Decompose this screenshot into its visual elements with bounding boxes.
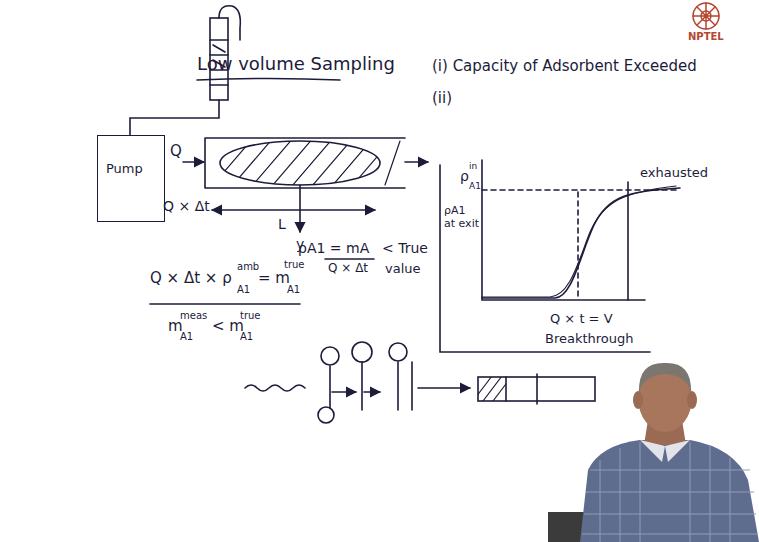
note: A1: [237, 284, 250, 296]
sketch-stroke: [693, 3, 719, 29]
note: exhausted: [640, 166, 708, 181]
note: true: [284, 259, 305, 271]
note: Q × t = V: [550, 312, 613, 327]
hatching: [385, 141, 400, 185]
note: (ii): [432, 90, 452, 107]
note: ρA1 at exit: [444, 205, 480, 230]
ink: [130, 3, 719, 423]
note: Breakthrough: [545, 332, 634, 347]
sorbent-bed: [220, 141, 380, 185]
sketch-stroke: [478, 377, 506, 401]
sketch-stroke: [318, 407, 334, 423]
note: A1: [287, 284, 300, 296]
exhaustion-marker: [627, 182, 629, 300]
flow-arrow: [418, 387, 470, 389]
filter-holder: [210, 6, 240, 100]
sketch-stroke: [321, 347, 339, 365]
sketch-stroke: [332, 391, 356, 393]
note: ρ: [460, 168, 469, 184]
note: value: [385, 262, 421, 277]
note: meas: [180, 310, 207, 322]
collar: [640, 440, 690, 462]
fraction-bar: [325, 258, 374, 260]
axis: [482, 160, 645, 300]
note: amb: [237, 261, 259, 273]
underline: [197, 79, 340, 81]
sketch-stroke: [330, 362, 412, 410]
sketch-stroke: [364, 391, 380, 393]
note: Q × Δt: [328, 262, 368, 276]
breakthrough-curve: [482, 186, 676, 297]
underline: [150, 303, 300, 305]
note: Q: [170, 143, 182, 160]
flow-arrow: [405, 161, 428, 163]
sketch-stroke: [352, 342, 372, 362]
sketch-stroke: [582, 470, 758, 534]
sketch-stroke: [389, 343, 407, 361]
breakthrough-marker: [577, 192, 579, 300]
sorbent-tube: [205, 138, 405, 188]
note: = m: [258, 270, 290, 287]
hatching: [478, 377, 506, 401]
flow-arrow: [183, 161, 204, 163]
note: A1: [240, 331, 253, 343]
note: < m: [212, 318, 244, 335]
leader-line: [299, 185, 301, 232]
breakthrough-curve: [482, 188, 680, 298]
sketch-stroke: [506, 374, 537, 404]
hose: [130, 100, 219, 135]
segmented-tube: [478, 374, 595, 404]
note: L: [278, 216, 286, 232]
note: true: [240, 310, 261, 322]
dimension-arrow: [212, 209, 375, 211]
title: Low volume Sampling: [197, 54, 395, 75]
note: Q × Δt × ρ: [150, 270, 232, 287]
note: (i) Capacity of Adsorbent Exceeded: [432, 58, 697, 75]
note: ρA1 = mA: [298, 240, 369, 256]
frame: [440, 165, 650, 352]
molecules: [318, 342, 412, 423]
logo-emblem: [693, 3, 719, 29]
sketch-stroke: [219, 6, 240, 40]
hair: [639, 363, 691, 392]
pump-box: Pump: [97, 135, 165, 222]
note: < True: [382, 240, 428, 256]
ear: [687, 391, 697, 409]
flow-wave: [245, 385, 305, 391]
note: A1: [469, 181, 481, 191]
node-label: Pump: [106, 162, 158, 177]
shirt: [580, 440, 759, 542]
sketch-stroke: [693, 3, 719, 29]
lecturer: [548, 363, 759, 542]
note: Q × Δt: [163, 198, 210, 214]
ear: [633, 391, 643, 409]
note: in: [469, 161, 477, 171]
note: A1: [180, 331, 193, 343]
logo-text: NPTEL: [688, 31, 724, 43]
